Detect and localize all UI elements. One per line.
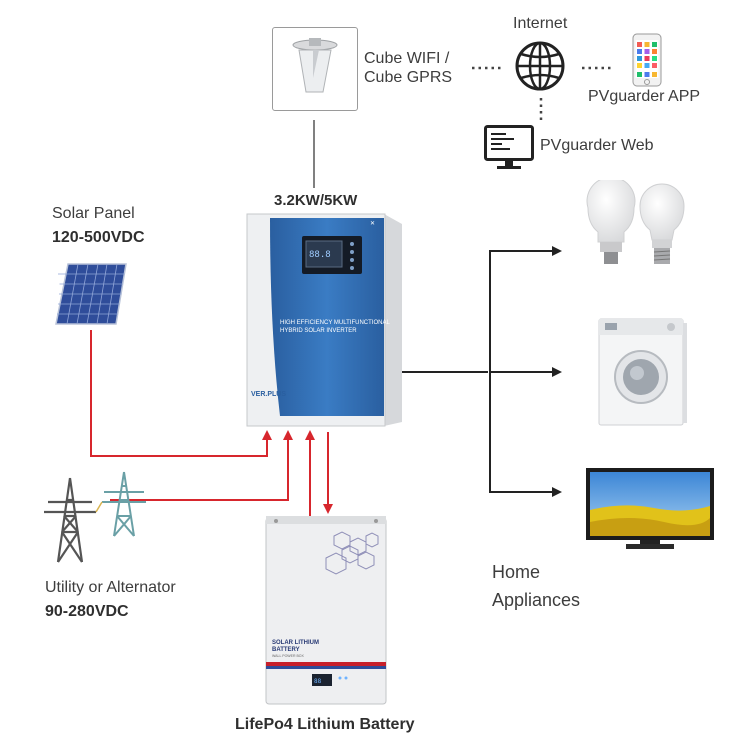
solar-name-label: Solar Panel — [52, 205, 135, 222]
cube-label-line1: Cube WIFI / — [364, 50, 450, 67]
inverter-text-1: HIGH EFFICIENCY MULTIFUNCTIONAL — [280, 320, 390, 326]
battery-text-3: WALL POWER BOX — [272, 654, 304, 658]
solar-spec-label: 120-500VDC — [52, 229, 145, 246]
battery-device: SOLAR LITHIUM BATTERY WALL POWER BOX 88 — [265, 516, 387, 705]
inverter-brand: VER.PLUS — [251, 391, 286, 398]
power-tower-icon — [44, 471, 146, 563]
svg-text:✕: ✕ — [370, 221, 375, 227]
utility-power-line — [110, 430, 293, 501]
solar-panel-icon — [55, 263, 127, 325]
wifi-dongle-icon — [292, 38, 338, 93]
battery-text-1: SOLAR LITHIUM — [272, 640, 319, 646]
home-label-line2: Appliances — [492, 590, 581, 610]
television-icon — [586, 468, 714, 549]
washing-machine-icon — [598, 318, 687, 426]
app-label: PVguarder APP — [588, 88, 701, 105]
solar-power-line — [90, 330, 272, 457]
monitor-icon — [484, 125, 534, 169]
battery-text-2: BATTERY — [272, 647, 300, 653]
svg-text:88: 88 — [314, 678, 322, 685]
utility-name-label: Utility or Alternator — [45, 579, 176, 596]
globe-icon — [515, 41, 565, 91]
light-bulbs-icon — [586, 180, 685, 264]
cube-label-line2: Cube GPRS — [364, 69, 453, 86]
web-label: PVguarder Web — [540, 137, 654, 154]
cube-wifi-device — [272, 27, 358, 111]
home-label-line1: Home — [492, 562, 541, 582]
smartphone-icon — [632, 33, 662, 87]
inverter-device: 88.8 ✕ HIGH EFFICIENCY MULTIFUNCTIONAL H… — [246, 213, 402, 427]
svg-text:88.8: 88.8 — [309, 250, 331, 260]
inverter-power-label: 3.2KW/5KW — [274, 192, 358, 209]
inverter-text-2: HYBRID SOLAR INVERTER — [280, 328, 357, 334]
battery-name-label: LifePo4 Lithium Battery — [235, 716, 415, 733]
internet-label: Internet — [513, 15, 568, 32]
utility-spec-label: 90-280VDC — [45, 603, 129, 620]
